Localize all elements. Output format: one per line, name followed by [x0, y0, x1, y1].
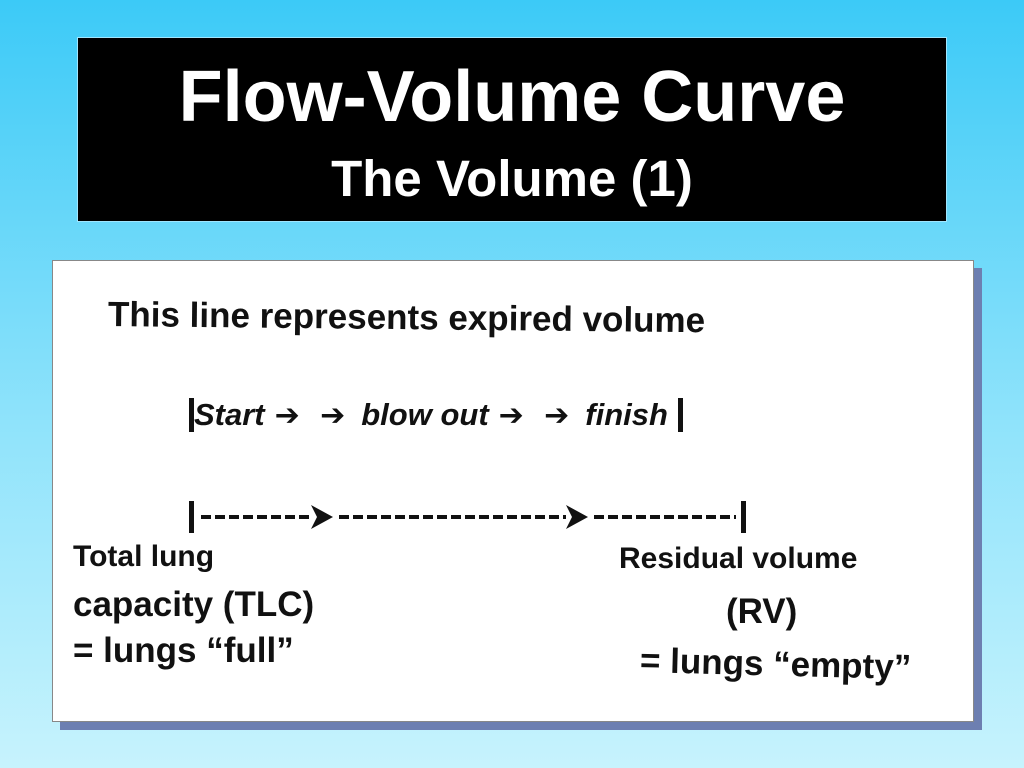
volume-line-arrow-1: [311, 505, 333, 529]
sequence-start: Start: [194, 397, 265, 432]
sequence-middle: blow out: [361, 397, 489, 432]
volume-line: [189, 501, 746, 533]
sequence-arrows-2: ➔ ➔: [498, 398, 576, 432]
content-panel: This line represents expired volume Star…: [52, 260, 974, 722]
tlc-label-line1: Total lung: [73, 540, 215, 573]
sequence-start-bar: [189, 398, 194, 432]
rv-label-line3: = lungs “empty”: [639, 641, 912, 688]
volume-line-arrow-2: [566, 505, 588, 529]
tlc-label-line3: = lungs “full”: [73, 631, 294, 670]
sequence-end-bar: [677, 398, 683, 432]
sequence-arrows-1: ➔ ➔: [274, 398, 352, 432]
slide-subtitle: The Volume (1): [331, 150, 693, 207]
volume-line-end-bar: [741, 501, 746, 533]
rv-label-line1: Residual volume: [619, 542, 858, 575]
sequence-end: finish: [585, 397, 668, 432]
slide-title: Flow-Volume Curve: [178, 57, 846, 137]
tlc-label-line2: capacity (TLC): [73, 585, 315, 624]
rv-label-line2: (RV): [726, 592, 798, 631]
volume-line-start-bar: [189, 501, 194, 533]
panel-heading: This line represents expired volume: [107, 295, 706, 341]
title-box: Flow-Volume Curve The Volume (1): [77, 37, 947, 222]
sequence-row: Start ➔ ➔ blow out ➔ ➔ finish: [189, 393, 683, 437]
